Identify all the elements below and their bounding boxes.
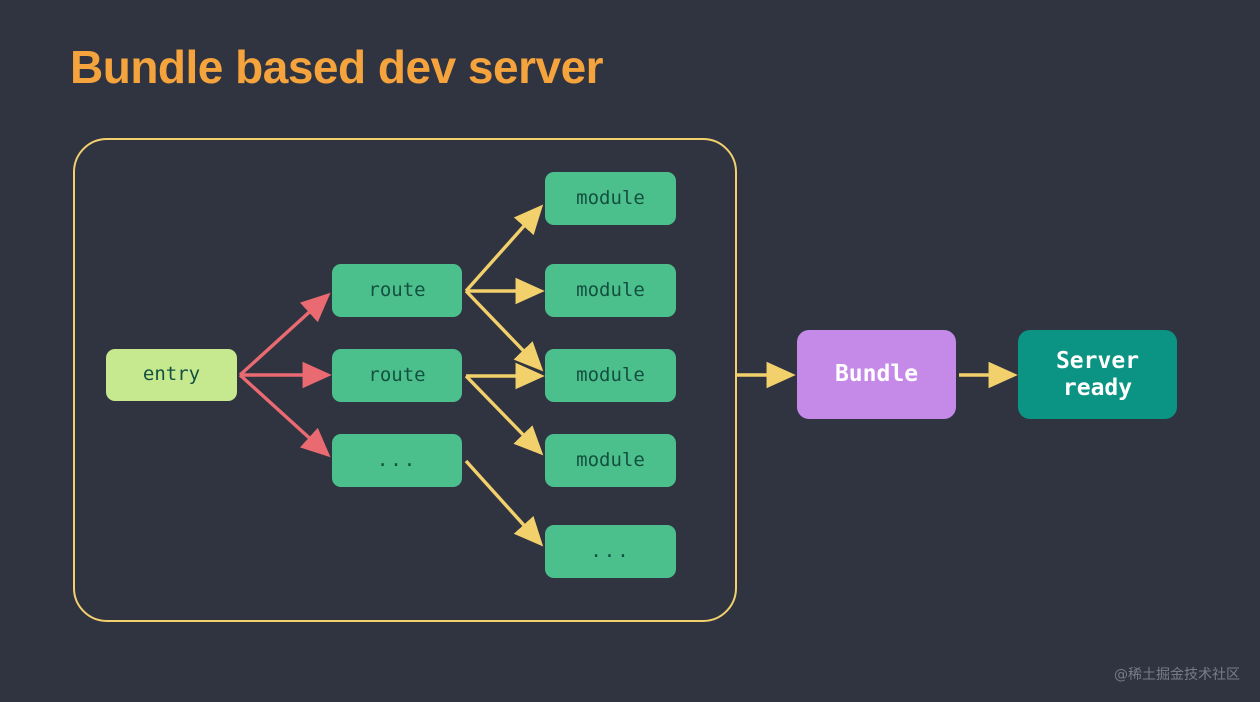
node-module-2[interactable]: module: [545, 264, 676, 317]
page-title: Bundle based dev server: [70, 41, 604, 93]
node-route-1-label: route: [368, 278, 426, 301]
node-module-4[interactable]: module: [545, 434, 676, 487]
node-server-ready-label: Server ready: [1055, 348, 1140, 401]
node-module-3[interactable]: module: [545, 349, 676, 402]
node-route-2-label: route: [368, 363, 426, 386]
node-entry-label: entry: [142, 363, 201, 386]
node-bundle[interactable]: Bundle: [797, 330, 956, 419]
module-graph-group-box: [73, 138, 737, 622]
node-route-1[interactable]: route: [332, 264, 462, 317]
node-module-4-label: module: [576, 448, 645, 471]
node-route-3[interactable]: ...: [332, 434, 462, 487]
node-module-5[interactable]: ...: [545, 525, 676, 578]
node-module-2-label: module: [576, 278, 645, 301]
node-bundle-label: Bundle: [834, 361, 919, 388]
node-entry[interactable]: entry: [106, 349, 237, 401]
node-route-2[interactable]: route: [332, 349, 462, 402]
node-route-3-label: ...: [376, 448, 418, 471]
node-module-5-label: ...: [590, 539, 631, 562]
watermark: @稀土掘金技术社区: [1114, 667, 1240, 683]
node-module-1[interactable]: module: [545, 172, 676, 225]
node-module-3-label: module: [576, 363, 645, 386]
node-module-1-label: module: [576, 186, 645, 209]
node-server-ready[interactable]: Server ready: [1018, 330, 1177, 419]
